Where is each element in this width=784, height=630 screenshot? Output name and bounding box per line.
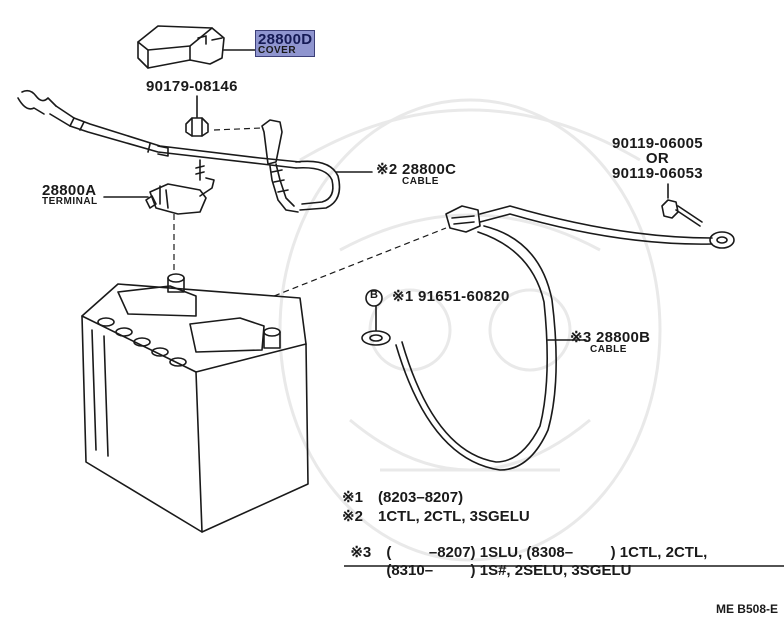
cable-c-label: ※2 28800C CABLE (376, 160, 456, 187)
terminal-part (145, 159, 215, 215)
cover-part-number: 28800D (258, 31, 313, 48)
nut-part (185, 117, 209, 137)
note-3: ※3 ( –8207) 1SLU, (8308– ) 1CTL, 2CTL, (342, 526, 707, 561)
note-1-text: (8203–8207) (378, 489, 464, 506)
clip-part-number: 91651-60820 (417, 288, 510, 305)
clip-label: ※1 91651-60820 (392, 287, 510, 306)
cable-c-part (17, 89, 341, 213)
note-2: ※2 1CTL, 2CTL, 3SGELU (342, 507, 530, 525)
bolt-number-1: 90119-06005 (612, 135, 703, 152)
cable-b-caption: CABLE (590, 344, 627, 355)
note-4: (8310– ) 1S#, 2SELU, 3SGELU (342, 545, 631, 579)
clip-badge: B (370, 289, 379, 301)
note-3-text: ( –8207) 1SLU, (8308– ) 1CTL, 2CTL, (386, 544, 708, 561)
clip-mark: ※1 (392, 288, 414, 305)
terminal-part-number: 28800A (42, 182, 97, 199)
terminal-caption: TERMINAL (42, 196, 98, 207)
cable-c-caption: CABLE (402, 176, 439, 187)
cable-b-mark: ※3 (570, 329, 592, 346)
note-2-mark: ※2 (342, 508, 363, 525)
note-1-mark: ※1 (342, 489, 363, 506)
bolt-number-2: 90119-06053 (612, 165, 703, 182)
cable-b-part (361, 205, 735, 471)
cover-label[interactable]: 28800D COVER (255, 30, 316, 57)
note-1: ※1 (8203–8207) (342, 488, 463, 506)
assembly-dashes (173, 127, 447, 297)
cable-c-mark: ※2 (376, 161, 398, 178)
terminal-label: 28800A TERMINAL (42, 182, 98, 207)
cable-b-part-number: 28800B (595, 329, 651, 346)
bolt-or: OR (645, 150, 669, 167)
note-2-text: 1CTL, 2CTL, 3SGELU (378, 508, 530, 525)
cover-part (137, 25, 225, 69)
clip-badge-circle (365, 289, 383, 307)
bolt-part (661, 199, 703, 227)
watermark (278, 98, 662, 562)
bolt-label: 90119-06005 OR 90119-06053 (612, 136, 703, 181)
note-3-mark: ※3 (350, 544, 372, 561)
nut-part-number: 90179-08146 (146, 78, 238, 95)
cover-caption: COVER (258, 45, 297, 56)
battery-part (81, 273, 309, 533)
cable-b-label: ※3 28800B CABLE (570, 328, 650, 355)
diagram-code: ME B508-E (715, 602, 778, 616)
note-4-text: (8310– ) 1S#, 2SELU, 3SGELU (386, 562, 632, 579)
cable-c-part-number: 28800C (401, 161, 457, 178)
